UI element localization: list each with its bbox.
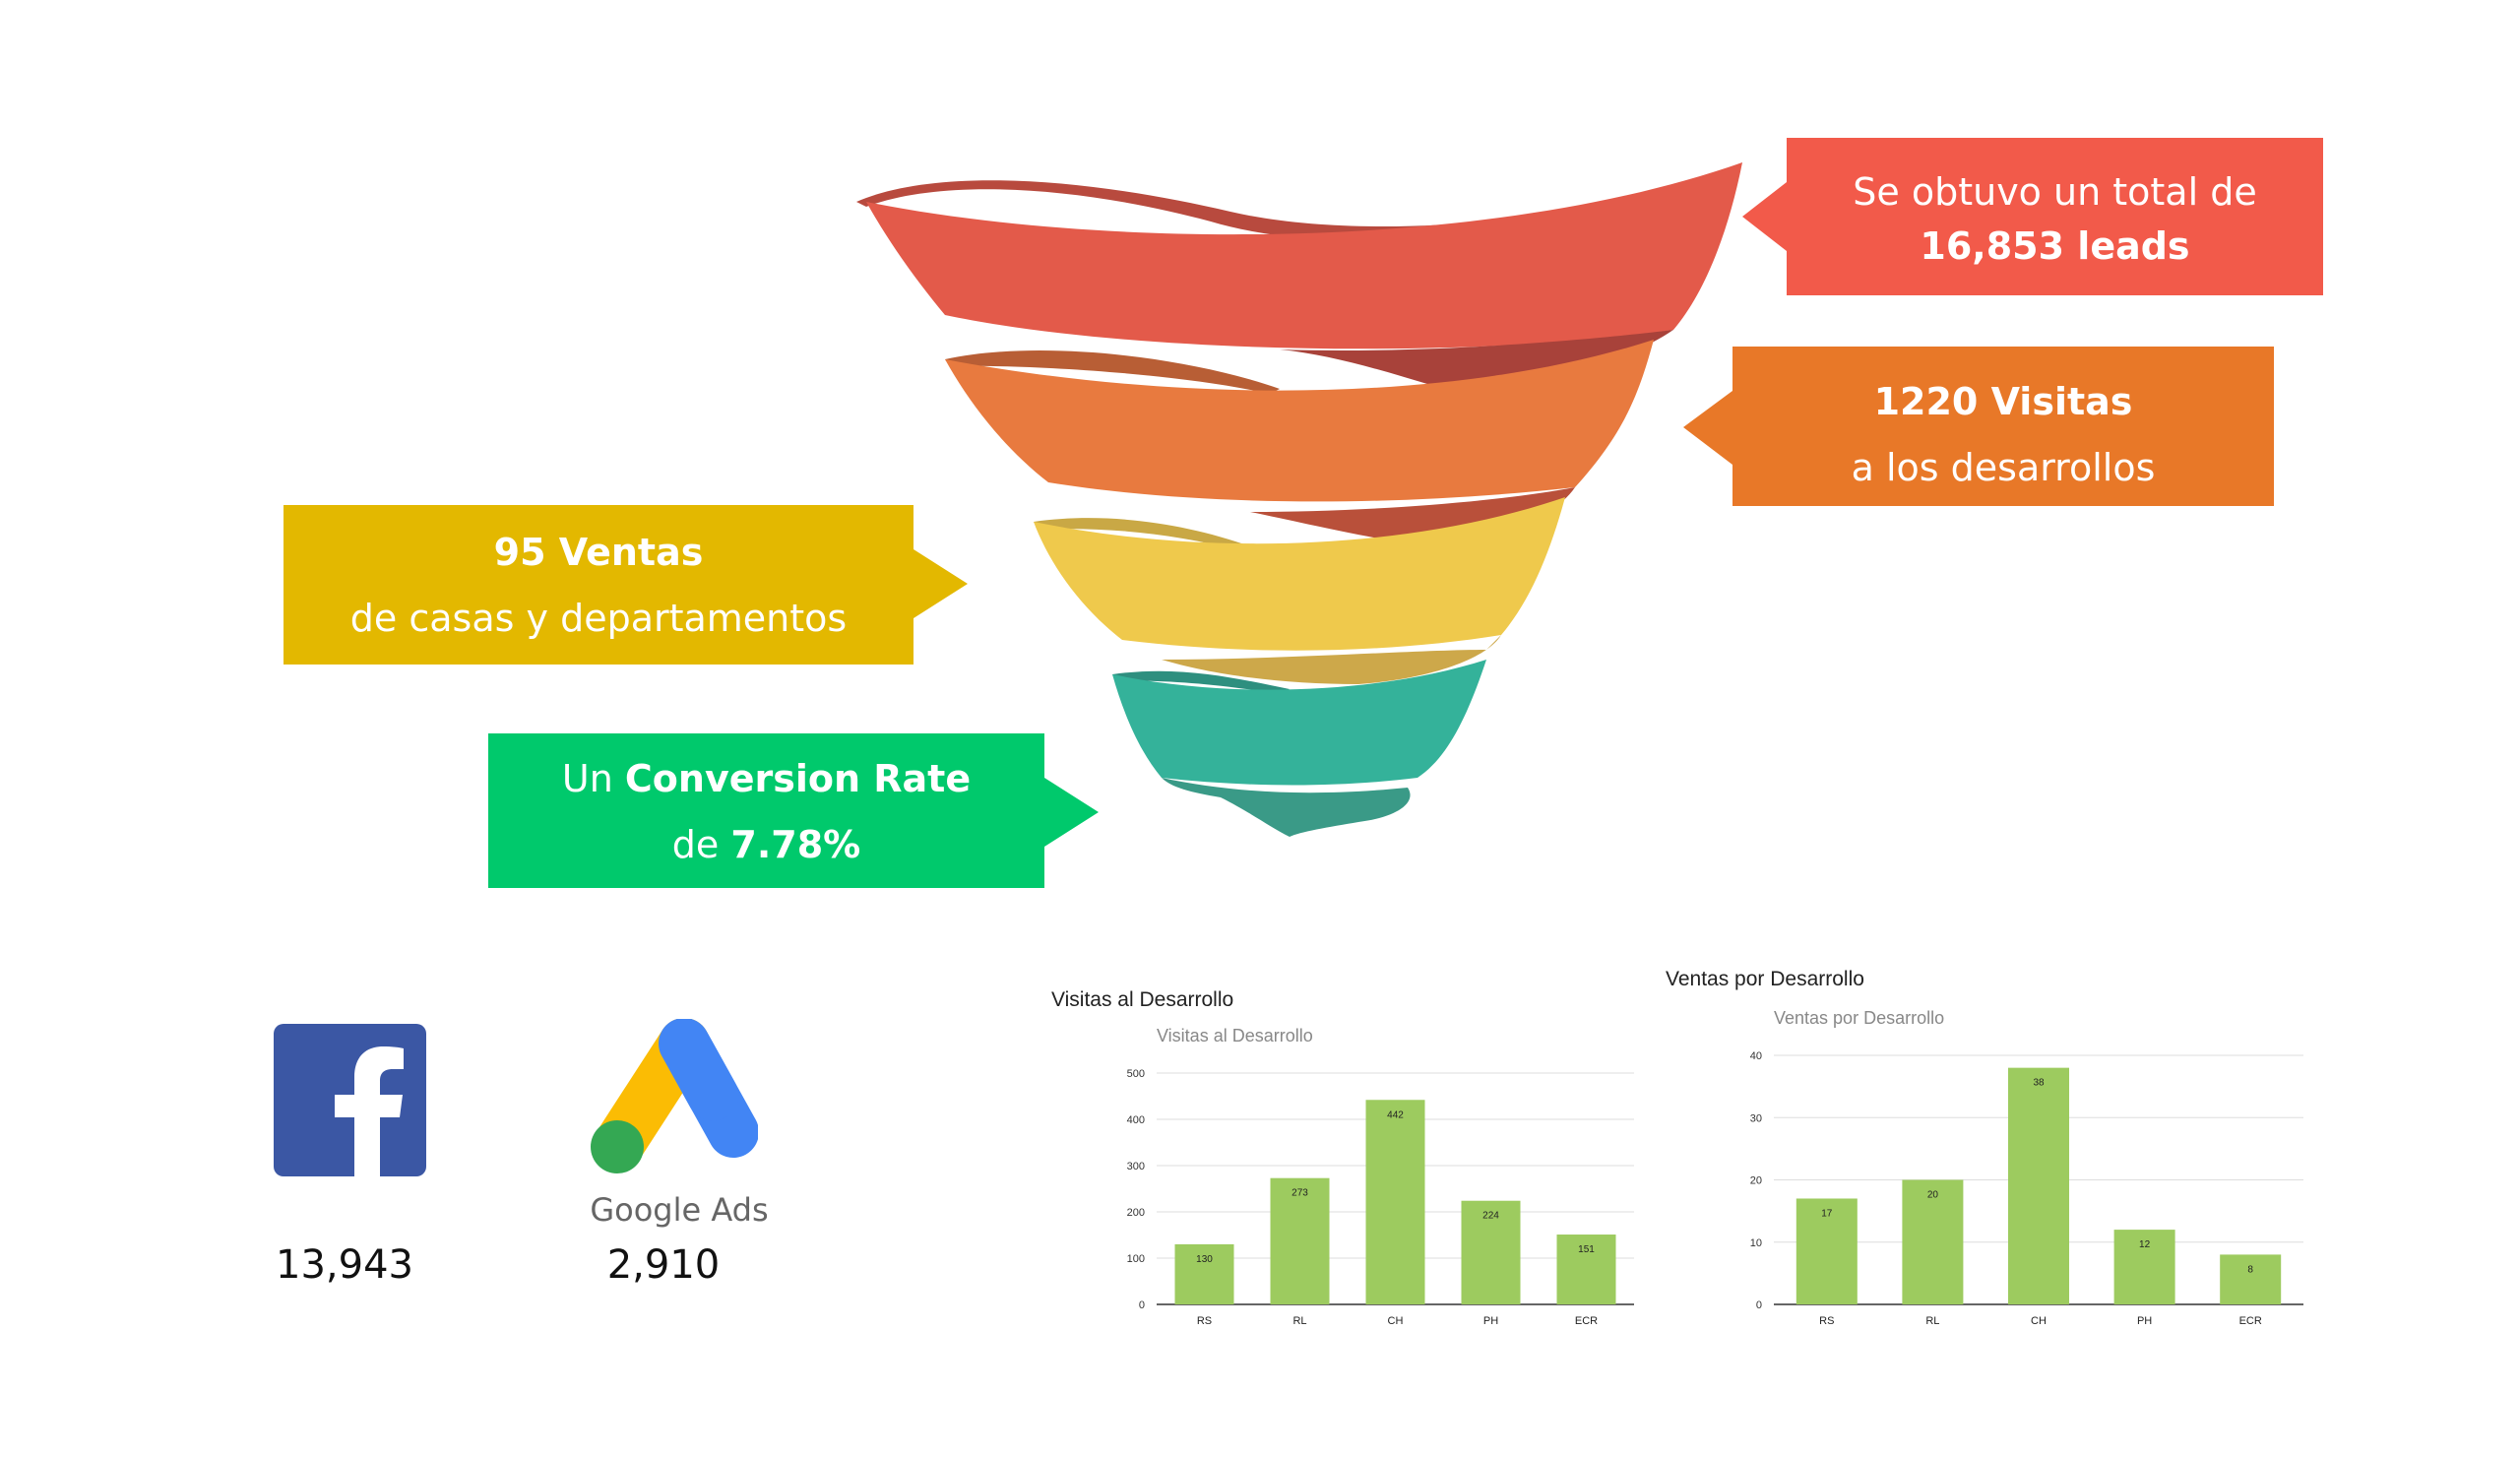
facebook-count: 13,943 xyxy=(276,1242,413,1288)
x-tick-label: RL xyxy=(1292,1315,1306,1327)
x-tick-label: RL xyxy=(1925,1315,1939,1327)
data-label: 273 xyxy=(1292,1188,1308,1199)
callout-leads-shape xyxy=(1742,138,2323,295)
callout-conversion-pre2: de xyxy=(671,822,731,866)
google-ads-label: Google Ads xyxy=(590,1191,769,1229)
google-ads-icon xyxy=(591,1019,758,1173)
y-tick-label: 40 xyxy=(1750,1050,1762,1062)
bar-ph xyxy=(2113,1230,2175,1304)
data-label: 130 xyxy=(1196,1254,1213,1265)
funnel-band-3 xyxy=(1034,497,1565,651)
bar-rs xyxy=(1796,1198,1858,1304)
callout-ventas-shape xyxy=(284,505,968,665)
bar-rs xyxy=(1174,1243,1234,1304)
x-tick-label: PH xyxy=(1483,1315,1498,1327)
callout-ventas-line1: 95 Ventas xyxy=(493,531,704,574)
funnel-band-1 xyxy=(866,162,1742,349)
bar-rl xyxy=(1270,1177,1330,1304)
bar-ph xyxy=(1461,1200,1521,1304)
data-label: 151 xyxy=(1578,1244,1595,1255)
y-tick-label: 10 xyxy=(1750,1237,1762,1249)
data-label: 17 xyxy=(1821,1208,1833,1219)
chart2-outer-title: Ventas por Desarrollo xyxy=(1666,968,1864,990)
callout-leads-line1: Se obtuvo un total de xyxy=(1853,170,2257,214)
data-label: 20 xyxy=(1927,1190,1939,1201)
bar-rl xyxy=(1902,1179,1964,1304)
callout-visitas-line1: 1220 Visitas xyxy=(1873,380,2133,423)
y-tick-label: 20 xyxy=(1750,1175,1762,1187)
chart1-outer-title: Visitas al Desarrollo xyxy=(1051,988,1234,1011)
chart-title: Visitas al Desarrollo xyxy=(1157,1026,1313,1045)
google-ads-count: 2,910 xyxy=(606,1242,721,1288)
x-tick-label: CH xyxy=(2031,1315,2047,1327)
chart-title: Ventas por Desarrollo xyxy=(1774,1008,1944,1028)
y-tick-label: 500 xyxy=(1127,1068,1145,1080)
x-tick-label: PH xyxy=(2137,1315,2152,1327)
y-tick-label: 400 xyxy=(1127,1114,1145,1126)
chart-visitas: Visitas al Desarrollo 0 100 200 300 400 500 130… xyxy=(1127,1026,1634,1327)
y-tick-label: 100 xyxy=(1127,1253,1145,1265)
callout-visitas-shape xyxy=(1683,347,2274,506)
x-tick-label: RS xyxy=(1819,1315,1834,1327)
data-label: 224 xyxy=(1482,1211,1499,1222)
facebook-icon xyxy=(274,1024,426,1176)
y-tick-label: 30 xyxy=(1750,1112,1762,1124)
callout-conversion-shape xyxy=(488,733,1099,888)
callout-conversion-bold2: 7.78% xyxy=(730,822,861,866)
callout-conversion-pre: Un xyxy=(561,757,625,800)
x-tick-label: CH xyxy=(1388,1315,1404,1327)
x-tick-label: RS xyxy=(1197,1315,1212,1327)
y-tick-label: 0 xyxy=(1139,1299,1145,1311)
y-tick-label: 0 xyxy=(1756,1299,1762,1311)
callout-leads-line2: 16,853 leads xyxy=(1920,224,2190,269)
data-label: 442 xyxy=(1387,1109,1404,1120)
x-tick-label: ECR xyxy=(1575,1315,1598,1327)
bar-ecr xyxy=(2220,1254,2282,1304)
data-label: 38 xyxy=(2033,1078,2045,1089)
data-label: 8 xyxy=(2247,1264,2253,1275)
data-label: 12 xyxy=(2139,1239,2151,1250)
bar-ch xyxy=(2008,1067,2069,1304)
y-tick-label: 200 xyxy=(1127,1207,1145,1219)
y-tick-label: 300 xyxy=(1127,1161,1145,1172)
x-tick-label: ECR xyxy=(2239,1315,2262,1327)
callout-conversion-bold1: Conversion Rate xyxy=(624,757,972,800)
bar-ecr xyxy=(1556,1235,1616,1304)
callout-visitas-line2: a los desarrollos xyxy=(1851,445,2156,489)
funnel-band-4 xyxy=(1112,660,1486,786)
funnel-band-2 xyxy=(945,340,1654,502)
bar-ch xyxy=(1365,1100,1425,1304)
callout-ventas-line2: de casas y departamentos xyxy=(349,596,848,640)
